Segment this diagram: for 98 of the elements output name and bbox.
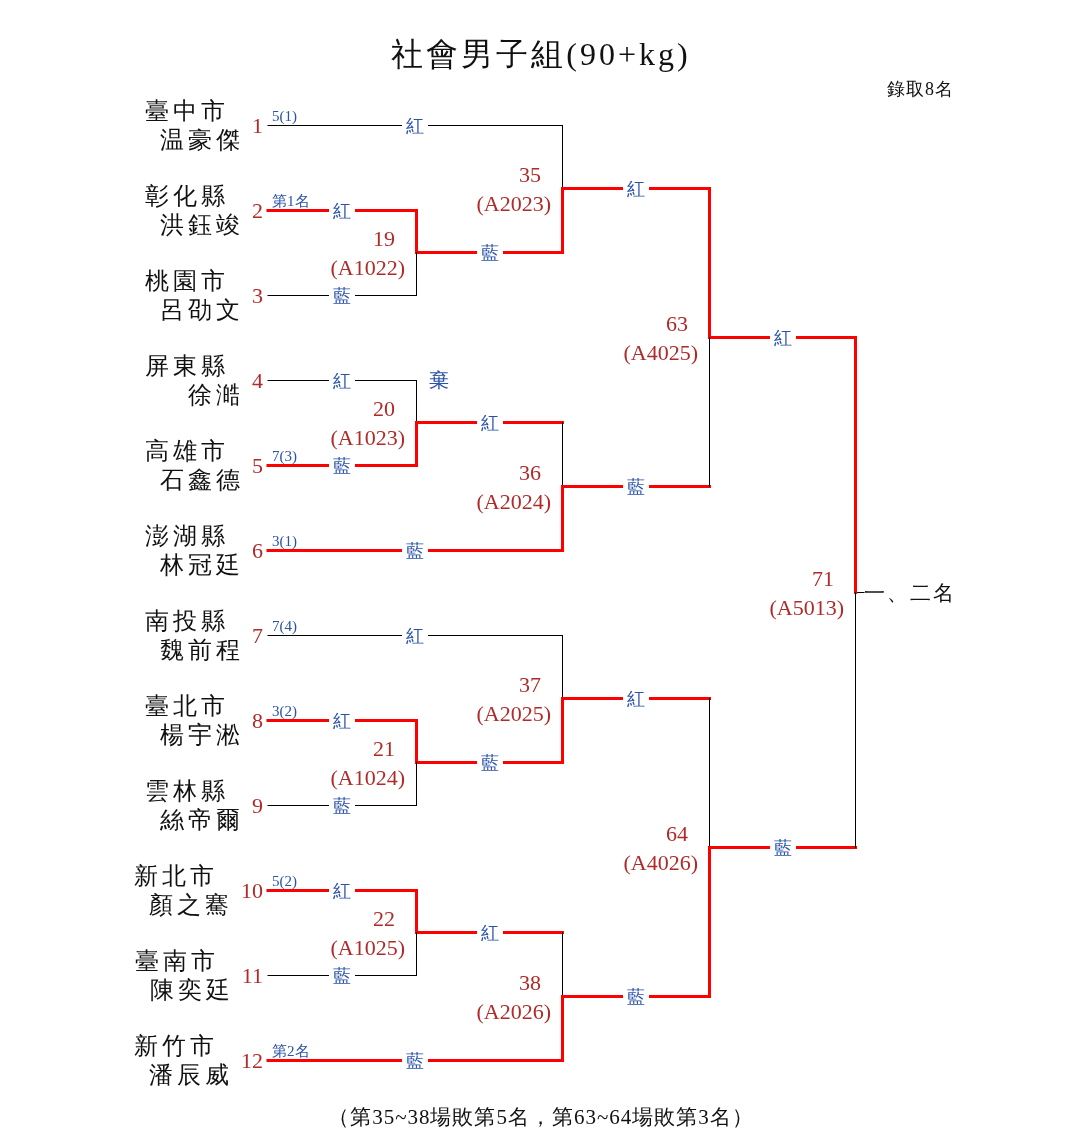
match-number: 36 [519, 458, 541, 487]
match-number: 21 [373, 735, 395, 763]
seed-number: 7 [252, 622, 263, 649]
seed-number: 3 [252, 282, 263, 309]
athlete-name: 絲帝爾 [160, 805, 244, 835]
region-name: 屏東縣 [145, 351, 229, 381]
seed-number: 8 [252, 707, 263, 734]
edge-label: 藍 [623, 476, 649, 497]
region-name: 彰化縣 [145, 181, 229, 211]
edge-label: 紅 [329, 370, 356, 391]
connector-line [266, 549, 564, 552]
result-note: 3(2) [272, 702, 297, 719]
match-number: 64 [666, 819, 688, 848]
match-code: (A4025) [623, 338, 698, 367]
edge-label: 紅 [769, 327, 796, 348]
result-note: 7(4) [272, 617, 297, 634]
edge-label: 紅 [329, 710, 356, 731]
seed-number: 1 [252, 112, 263, 139]
edge-label: 紅 [476, 922, 503, 943]
match-code: (A2025) [476, 700, 551, 728]
seed-number: 12 [241, 1047, 263, 1074]
athlete-name: 林冠廷 [160, 550, 244, 580]
seed-number: 6 [252, 537, 263, 564]
match-code: (A1025) [330, 934, 405, 962]
edge-label: 藍 [329, 965, 356, 986]
diagram-title: 社會男子組(90+kg) [391, 35, 691, 74]
edge-label: 紅 [623, 688, 649, 709]
region-name: 高雄市 [145, 436, 229, 466]
edge-label: 紅 [476, 412, 503, 433]
match-number: 19 [373, 225, 395, 253]
result-note: 3(1) [272, 532, 297, 549]
match-number: 35 [519, 161, 541, 189]
athlete-name: 顏之騫 [149, 890, 233, 920]
athlete-name: 陳奕廷 [149, 975, 234, 1005]
region-name: 南投縣 [145, 606, 229, 636]
region-name: 雲林縣 [145, 776, 229, 806]
result-note: 第2名 [272, 1042, 310, 1059]
connector-line [267, 125, 563, 126]
seed-number: 2 [252, 197, 263, 224]
result-note: 第1名 [272, 192, 310, 209]
region-name: 臺南市 [134, 946, 219, 976]
match-number: 22 [373, 905, 395, 933]
region-name: 桃園市 [145, 266, 229, 296]
athlete-name: 魏前程 [160, 635, 244, 665]
athlete-name: 徐澔 [188, 380, 244, 410]
athlete-name: 洪鈺竣 [160, 210, 244, 240]
athlete-name: 温豪傑 [160, 125, 244, 155]
edge-label: 藍 [402, 540, 429, 561]
seed-number: 11 [241, 962, 263, 989]
match-number: 37 [519, 671, 541, 699]
athlete-name: 呂劭文 [160, 295, 244, 325]
match-number: 63 [666, 309, 688, 338]
region-name: 臺中市 [145, 96, 229, 126]
athlete-name: 石鑫德 [160, 465, 244, 495]
edge-label: 藍 [329, 285, 356, 306]
edge-label: 藍 [402, 1050, 429, 1071]
result-note: 5(1) [272, 107, 297, 124]
placement-label: 一、二名 [864, 579, 956, 606]
edge-label: 紅 [402, 115, 429, 136]
match-code: (A1024) [330, 764, 405, 792]
athlete-name: 楊宇淞 [160, 720, 244, 750]
edge-label: 紅 [329, 200, 356, 221]
edge-label: 藍 [329, 795, 356, 816]
region-name: 臺北市 [145, 691, 229, 721]
match-code: (A1022) [330, 254, 405, 282]
edge-label: 藍 [623, 986, 649, 1007]
region-name: 新北市 [134, 861, 218, 891]
caption-text: （第35~38場敗第5名，第63~64場敗第3名） [328, 1104, 754, 1130]
connector-line [267, 635, 563, 636]
match-code: (A1023) [330, 424, 405, 452]
result-note: 7(3) [272, 447, 297, 464]
forfeit-mark: 棄 [429, 368, 449, 392]
match-number: 38 [519, 968, 541, 997]
match-code: (A5013) [769, 593, 844, 622]
athlete-name: 潘辰威 [149, 1060, 233, 1090]
match-code: (A2023) [476, 190, 551, 218]
edge-label: 紅 [329, 880, 356, 901]
edge-label: 紅 [402, 625, 429, 646]
result-note: 5(2) [272, 872, 297, 889]
edge-label: 紅 [623, 178, 649, 199]
connector-line [266, 1059, 564, 1062]
match-number: 71 [812, 564, 834, 593]
quota-note: 錄取8名 [887, 79, 954, 101]
edge-label: 藍 [476, 752, 503, 773]
match-code: (A4026) [623, 848, 698, 877]
edge-label: 藍 [329, 455, 356, 476]
match-code: (A2026) [476, 997, 551, 1026]
seed-number: 5 [252, 452, 263, 479]
region-name: 新竹市 [134, 1031, 218, 1061]
seed-number: 9 [252, 792, 263, 819]
seed-number: 10 [241, 877, 263, 904]
match-number: 20 [373, 395, 395, 423]
seed-number: 4 [252, 367, 263, 394]
edge-label: 藍 [476, 242, 503, 263]
match-code: (A2024) [476, 487, 551, 516]
edge-label: 藍 [769, 837, 796, 858]
region-name: 澎湖縣 [145, 521, 229, 551]
connector-line [855, 592, 865, 593]
